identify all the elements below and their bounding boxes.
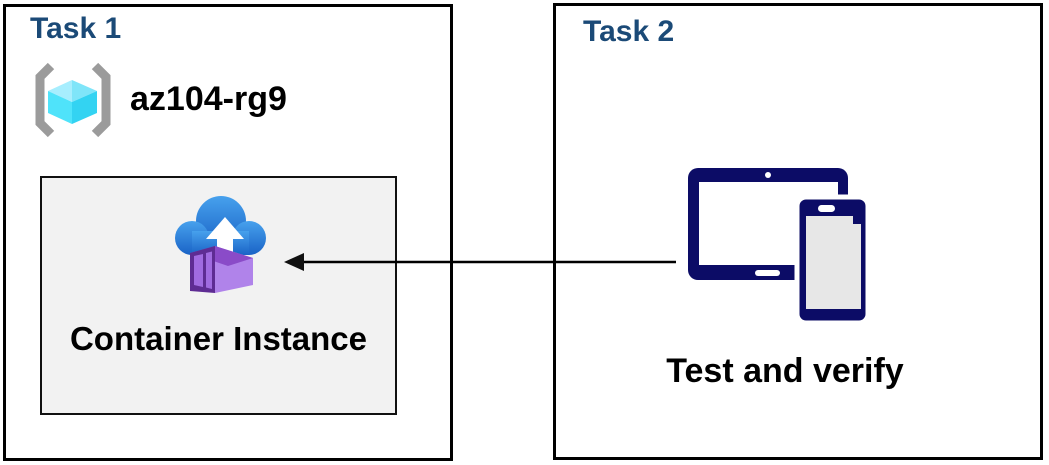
tablet-phone-devices-icon [688,168,871,326]
resource-group-icon [35,62,111,138]
container-instances-icon [175,196,266,293]
connector-arrow [284,253,676,271]
phone-icon [794,194,871,326]
container-icon [190,246,253,293]
cube-icon [48,80,97,124]
resource-group-name: az104-rg9 [130,80,287,118]
test-and-verify-label: Test and verify [666,352,904,390]
task2-title: Task 2 [583,15,675,48]
bracket-icon [35,62,111,138]
container-instance-label: Container Instance [69,320,368,357]
task1-title: Task 1 [30,12,122,45]
arrowhead-left-icon [284,253,304,271]
